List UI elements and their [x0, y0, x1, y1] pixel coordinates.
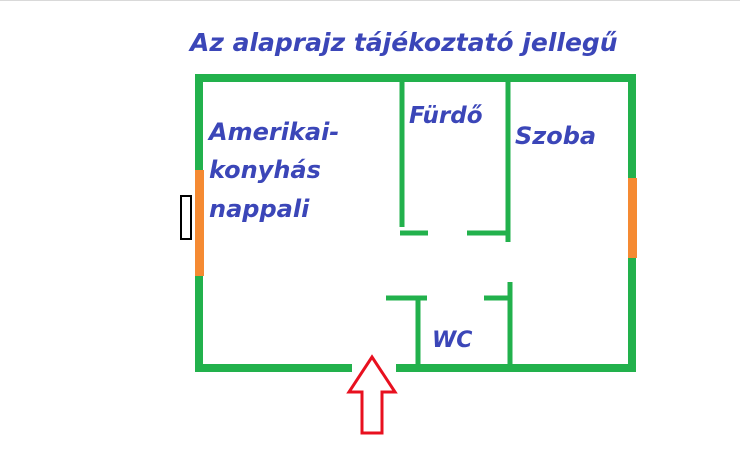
walls — [195, 74, 636, 372]
bathroom-label: Fürdő — [409, 103, 483, 129]
living-room-label-line1: Amerikai- — [207, 118, 339, 146]
radiator-icon — [180, 195, 192, 240]
window-right — [628, 178, 637, 258]
entrance-arrow-icon — [346, 354, 398, 435]
living-room-label-line2: konyhás — [209, 156, 321, 184]
wc-label: WC — [432, 328, 472, 353]
top-divider — [0, 0, 740, 1]
room-label: Szoba — [515, 122, 596, 150]
living-room-label-line3: nappali — [209, 195, 310, 223]
plan-title: Az alaprajz tájékoztató jellegű — [188, 28, 618, 57]
window-left — [195, 170, 204, 276]
